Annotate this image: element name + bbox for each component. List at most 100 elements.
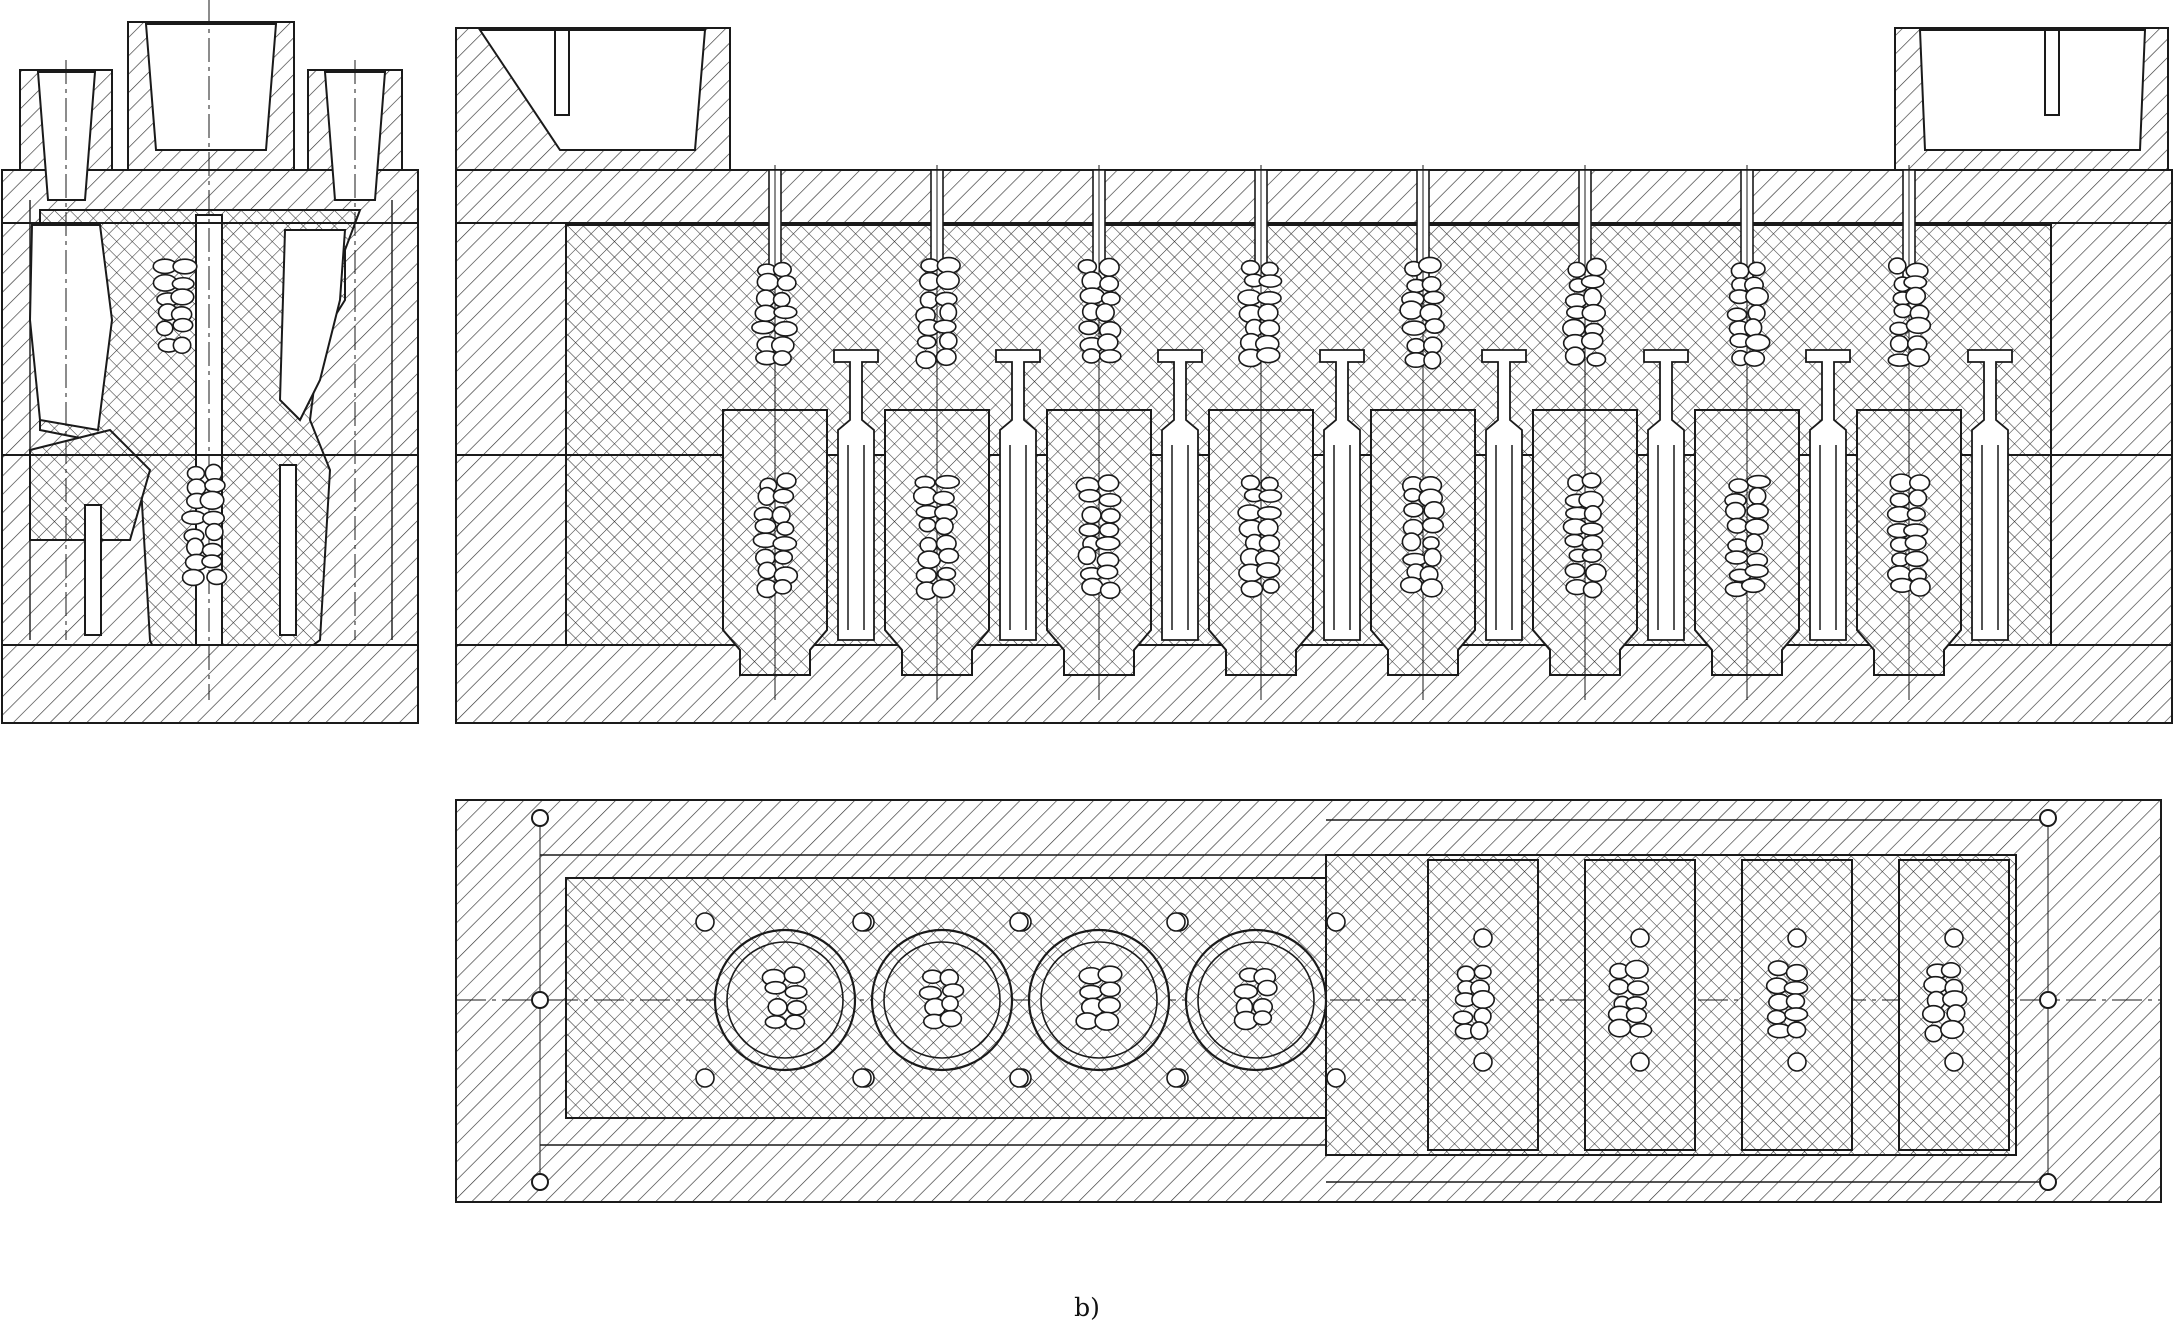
pebble — [915, 350, 937, 370]
pebble — [772, 488, 795, 504]
pebble — [1256, 562, 1281, 579]
pebble — [1766, 1009, 1787, 1025]
pebble — [1260, 476, 1279, 492]
pebble — [1905, 316, 1932, 335]
pebble — [1098, 349, 1122, 364]
t-riser — [1319, 349, 1365, 641]
t-riser — [1481, 349, 1527, 641]
pebble — [773, 579, 793, 595]
pebble — [1258, 319, 1281, 337]
pebble — [1785, 963, 1809, 982]
pebble — [1399, 576, 1424, 594]
pebble — [1626, 980, 1650, 996]
pebble — [1077, 546, 1097, 566]
pebble — [1256, 979, 1278, 997]
pebble — [1401, 320, 1427, 336]
pebble — [1567, 261, 1587, 279]
pebble — [1786, 1021, 1807, 1039]
pebble — [172, 258, 198, 275]
pebble — [1923, 975, 1948, 994]
plan-riser — [1166, 912, 1186, 932]
pebble — [1921, 1004, 1946, 1024]
pebble — [1908, 489, 1928, 507]
pebble — [1581, 548, 1602, 564]
plan-riser — [1009, 1068, 1029, 1088]
pebble — [1586, 352, 1607, 367]
pebble — [1743, 350, 1766, 367]
pebble — [1094, 1011, 1120, 1031]
plan-riser — [695, 912, 715, 932]
pebble — [1079, 287, 1106, 305]
pebble — [772, 261, 792, 278]
pebble — [1258, 534, 1281, 552]
pebble — [939, 1009, 963, 1028]
pebble — [1256, 347, 1281, 364]
pebble — [1581, 303, 1607, 323]
left-passage-b — [279, 464, 297, 636]
pebble — [776, 274, 797, 292]
pebble — [1240, 580, 1264, 598]
pebble — [1257, 303, 1279, 323]
pebble — [1422, 336, 1443, 355]
left-base — [1, 644, 419, 724]
pebble — [941, 983, 965, 999]
pebble — [1422, 290, 1445, 305]
pebble — [1421, 517, 1445, 534]
pebble — [1078, 320, 1100, 336]
pebble — [1418, 256, 1442, 274]
pebble — [1608, 978, 1630, 995]
pebble — [1100, 507, 1121, 524]
pebble — [1909, 577, 1931, 597]
pebble — [757, 561, 777, 580]
pebble — [1078, 523, 1101, 537]
pebble — [772, 535, 798, 552]
pebble — [185, 537, 205, 557]
pebble — [1469, 1021, 1489, 1041]
pebble — [1421, 275, 1442, 293]
pebble — [771, 505, 791, 525]
pebble — [1406, 337, 1426, 354]
pebble — [1746, 474, 1771, 489]
plan-riser — [852, 1068, 872, 1088]
left-passage-a — [84, 504, 102, 636]
pebble — [764, 1015, 787, 1029]
plan-riser — [1326, 912, 1346, 932]
pebble — [1098, 522, 1120, 538]
pebble — [1098, 257, 1120, 278]
pebble — [171, 276, 195, 291]
pebble — [1424, 318, 1445, 334]
right-riser — [278, 229, 347, 422]
pebble — [918, 985, 943, 1001]
pebble — [915, 567, 937, 584]
pebble — [776, 472, 797, 490]
pebble — [918, 517, 937, 533]
t-riser — [1805, 349, 1851, 641]
pebble — [921, 969, 943, 985]
left-section-view — [1, 0, 419, 724]
pebble — [1625, 1007, 1647, 1024]
pebble — [201, 554, 223, 569]
pebble — [1097, 996, 1121, 1014]
pebble — [1095, 536, 1121, 551]
pebble — [1624, 959, 1649, 980]
pebble — [1257, 518, 1279, 538]
pebble — [1097, 965, 1123, 984]
pebble — [1906, 348, 1931, 368]
pebble — [1423, 500, 1445, 520]
pebble — [1585, 563, 1607, 583]
pebble — [1471, 990, 1496, 1010]
pebble — [1924, 1024, 1943, 1043]
pebble — [934, 517, 954, 536]
pebble — [920, 258, 940, 273]
pebble — [786, 999, 807, 1016]
pebble — [1473, 964, 1492, 980]
longitudinal-section-view — [455, 27, 2173, 724]
pebble — [1580, 332, 1604, 350]
pebble — [1081, 577, 1104, 596]
pebble — [1098, 492, 1122, 508]
pebble — [204, 522, 224, 542]
plan-riser — [1166, 1068, 1186, 1088]
pebble — [1889, 492, 1911, 508]
pebble — [1746, 503, 1769, 519]
